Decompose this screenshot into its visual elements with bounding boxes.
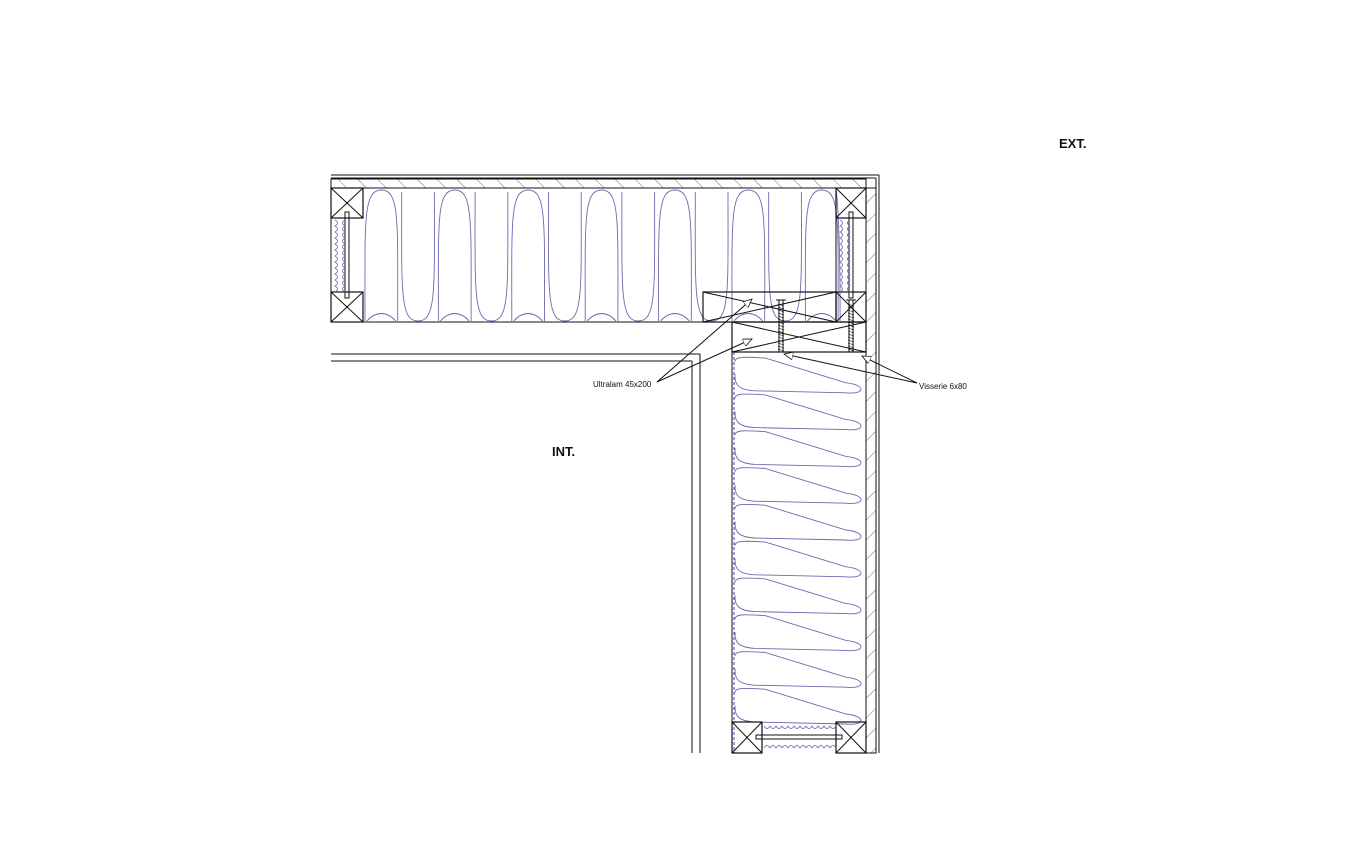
bottom-stud-wood-fiber-infill xyxy=(763,725,837,749)
interior-label: INT. xyxy=(552,444,575,459)
insulation-batt xyxy=(804,189,839,322)
insulation-batt xyxy=(734,540,862,578)
insulation-batt xyxy=(511,189,546,322)
top-wall-insulation-batts xyxy=(364,189,841,322)
insulation-batt xyxy=(401,191,435,322)
left-stud-wood-fiber-infill xyxy=(334,219,346,293)
insulation-batt xyxy=(547,191,582,322)
exterior-label: EXT. xyxy=(1059,136,1086,151)
top-wall-cladding-board xyxy=(330,178,867,189)
ultralam-corner-beams xyxy=(702,291,867,353)
insulation-batt xyxy=(364,189,399,322)
ultralam-leader-lines xyxy=(656,299,752,383)
ultralam-label: Ultralam 45x200 xyxy=(593,380,652,389)
insulation-batt xyxy=(734,503,862,541)
insulation-batt xyxy=(694,191,729,322)
insulation-batt xyxy=(621,191,656,322)
corner-screws xyxy=(776,299,856,353)
insulation-batt xyxy=(474,191,509,322)
vertical-wall xyxy=(731,175,880,754)
insulation-batt xyxy=(731,189,766,322)
insulation-batt xyxy=(734,577,862,615)
insulation-batt xyxy=(734,651,862,688)
right-wall-cladding-board xyxy=(865,187,877,754)
right-stud-wood-fiber-infill xyxy=(839,219,851,293)
horizontal-wall xyxy=(330,174,879,323)
insulation-batt xyxy=(437,189,472,322)
insulation-batt xyxy=(658,189,692,322)
vertical-wall-bottom-stud xyxy=(731,721,867,754)
insulation-batt xyxy=(768,191,802,322)
visserie-leader-lines xyxy=(784,354,918,384)
insulation-batt xyxy=(584,189,619,322)
insulation-batt xyxy=(734,467,862,504)
visserie-label: Visserie 6x80 xyxy=(919,382,967,391)
top-wall-left-stud xyxy=(330,187,364,323)
interior-lining xyxy=(331,353,701,753)
insulation-batt xyxy=(734,687,862,725)
insulation-batt xyxy=(734,430,862,468)
right-wall-insulation-batts xyxy=(734,356,862,725)
insulation-batt xyxy=(734,614,862,652)
insulation-batt xyxy=(734,393,862,431)
insulation-batt xyxy=(734,356,862,394)
